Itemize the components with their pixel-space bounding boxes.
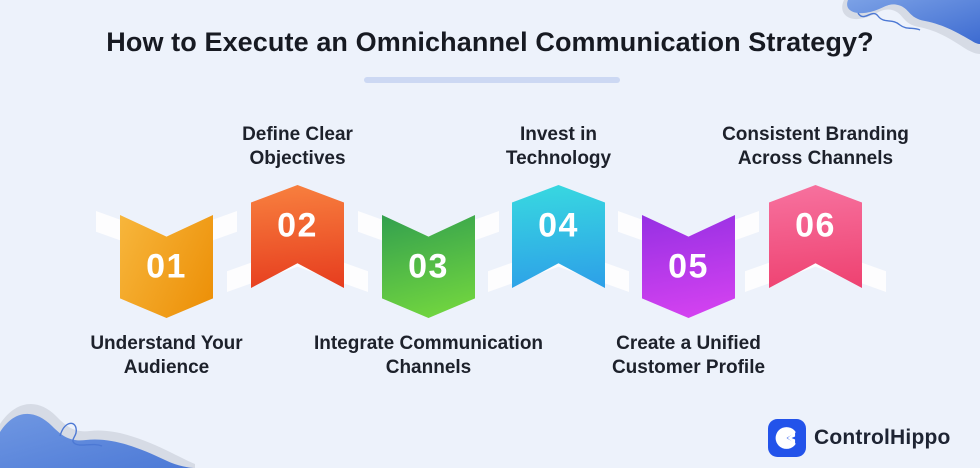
step-label: Integrate Communication Channels (313, 333, 544, 378)
chevron-banner-06: 06 (769, 185, 862, 288)
chevron-banner-01: 01 (120, 215, 213, 318)
step-01: 01 Understand Your Audience (90, 211, 243, 378)
wave-shadow-shape (0, 404, 195, 468)
wave-blob-shape (0, 413, 195, 468)
step-label: Define Clear Objectives (242, 124, 353, 169)
chevron-banner-02: 02 (251, 185, 344, 288)
chevron-banner-03: 03 (382, 215, 475, 318)
step-label: Understand Your Audience (90, 333, 243, 378)
brand-lockup: ControlHippo (768, 419, 951, 457)
chevron-banner-05: 05 (642, 215, 735, 318)
step-label: Create a Unified Customer Profile (611, 333, 766, 378)
step-05: 05 Create a Unified Customer Profile (612, 211, 765, 378)
wave-squiggle-line (59, 422, 103, 447)
corner-wave-bottom-left-decoration (0, 404, 195, 468)
step-03: 03 Integrate Communication Channels (314, 211, 543, 378)
step-04: 04 Invest in Technology (488, 124, 629, 292)
step-06: 06 Consistent Branding Across Channels (722, 124, 909, 292)
step-02: 02 Define Clear Objectives (227, 124, 368, 292)
chevron-banner-04: 04 (512, 185, 605, 288)
controlhippo-logo-icon (768, 419, 806, 457)
step-label: Consistent Branding Across Channels (722, 124, 909, 169)
step-number: 05 (668, 247, 709, 286)
step-label: Invest in Technology (505, 124, 612, 169)
step-number: 02 (277, 206, 318, 245)
step-number: 03 (408, 247, 449, 286)
title-underline (364, 77, 620, 83)
step-number: 01 (146, 247, 187, 286)
step-number: 06 (795, 206, 836, 245)
brand-name: ControlHippo (814, 426, 951, 449)
step-number: 04 (538, 206, 579, 245)
page-title: How to Execute an Omnichannel Communicat… (106, 27, 874, 57)
